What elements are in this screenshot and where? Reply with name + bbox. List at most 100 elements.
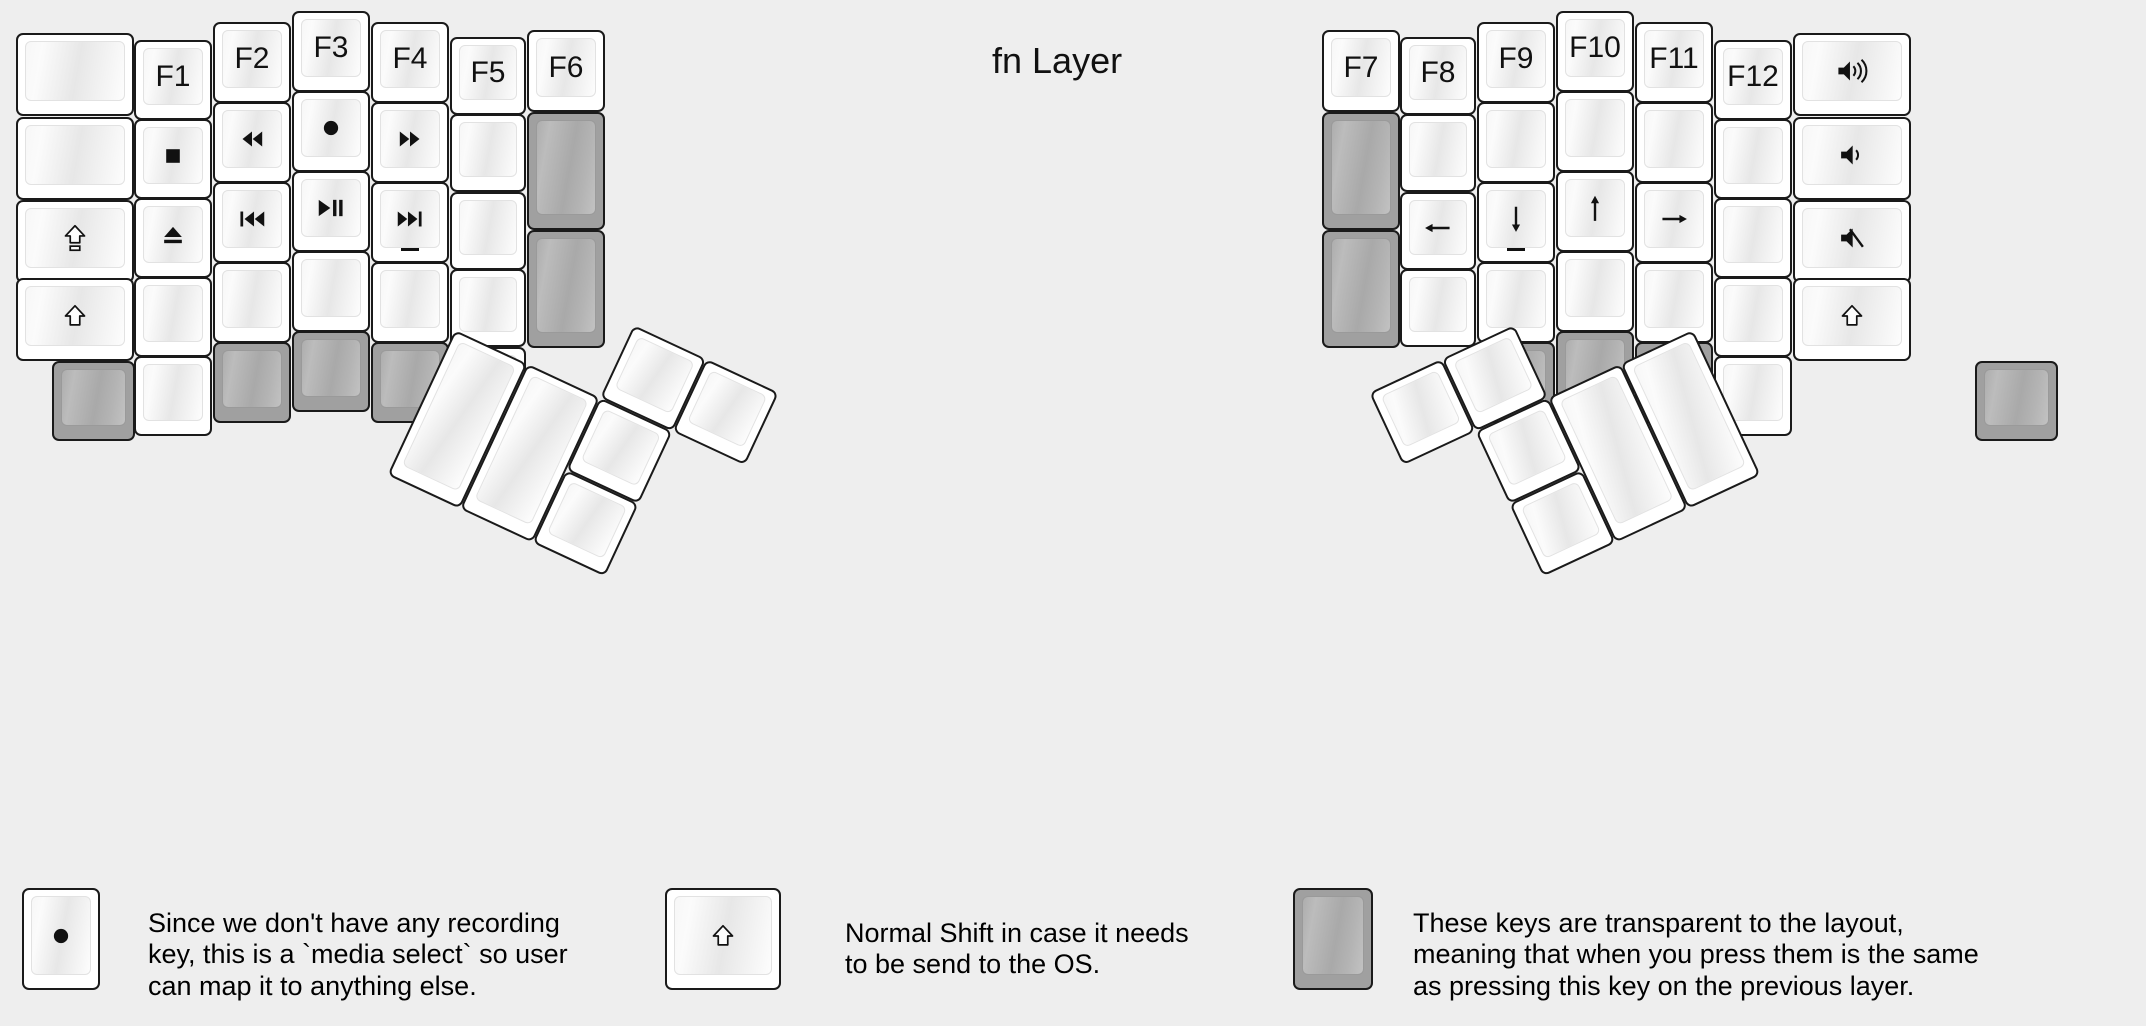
media-rewind-icon [235,122,269,156]
legend-key-0[interactable] [22,888,100,990]
key-right-c1-r1[interactable] [1400,114,1476,192]
key-left-c4-r2[interactable] [371,182,449,263]
legend-text-2: These keys are transparent to the layout… [1413,908,1979,1001]
key-right-c0-r0[interactable]: F7 [1322,30,1400,112]
media-record-icon [44,919,78,953]
key-cap [614,336,695,415]
key-left-c3-r3[interactable] [292,251,370,332]
key-right-c3-r3[interactable] [1556,251,1634,332]
key-right-c4-r3[interactable] [1635,262,1713,343]
key-left-c2-r4[interactable] [213,342,291,423]
key-left-c1-r2[interactable] [134,198,212,278]
key-right-c4-r2[interactable] [1635,182,1713,263]
key-left-c2-r1[interactable] [213,102,291,183]
key-left-c0-r0[interactable] [16,33,134,116]
key-legend: F10 [1569,31,1621,64]
key-right-c6-r1[interactable] [1793,117,1911,200]
key-cap [1520,481,1602,560]
legend-key-2[interactable] [1293,888,1373,990]
key-right-c6-r0[interactable] [1793,33,1911,116]
key-cap [546,481,628,560]
key-legend: F3 [313,31,349,64]
key-cap [1723,285,1783,342]
shift-icon [1835,299,1869,333]
key-left-c3-r0[interactable]: F3 [292,11,370,92]
volume-up-icon [1835,54,1869,88]
key-left-c3-r2[interactable] [292,171,370,252]
key-cap: F9 [1486,30,1546,88]
key-cap [1331,238,1391,333]
media-fast-forward-icon [393,122,427,156]
key-left-c1-r1[interactable] [134,119,212,199]
key-cap [222,350,282,408]
key-cap: F4 [380,30,440,88]
key-cap [1644,110,1704,168]
key-left-c6-r1-transparent[interactable] [527,112,605,230]
key-cap: F6 [536,38,596,97]
key-right-c5-r1[interactable] [1714,119,1792,199]
key-cap: F3 [301,19,361,77]
key-right-c4-r0[interactable]: F11 [1635,22,1713,103]
key-cap [536,120,596,215]
key-right-c2-r0[interactable]: F9 [1477,22,1555,103]
key-right-c5-r3[interactable] [1714,277,1792,357]
key-left-c2-r3[interactable] [213,262,291,343]
key-right-c6-r4-transparent[interactable] [1975,361,2058,441]
key-left-c0-r2[interactable] [16,200,134,283]
key-left-c1-r0[interactable]: F1 [134,40,212,120]
key-left-c3-r1[interactable] [292,91,370,172]
key-right-c5-r0[interactable]: F12 [1714,40,1792,120]
key-cap [143,364,203,421]
key-left-c6-r2-transparent[interactable] [527,230,605,348]
key-left-c5-r2[interactable] [450,192,526,270]
page-title: fn Layer [992,40,1123,81]
key-cap [25,286,125,346]
key-left-c1-r3[interactable] [134,277,212,357]
key-left-c2-r2[interactable] [213,182,291,263]
key-left-c0-r4-transparent[interactable] [52,361,135,441]
arrow-down-icon [1499,202,1533,236]
arrow-right-icon [1657,202,1691,236]
key-cap [1802,208,1902,268]
media-stop-icon [156,139,190,173]
key-right-c0-r1-transparent[interactable] [1322,112,1400,230]
key-right-c2-r3[interactable] [1477,262,1555,343]
key-right-c1-r0[interactable]: F8 [1400,37,1476,115]
key-right-c1-r3[interactable] [1400,269,1476,347]
key-legend: F8 [1420,55,1456,89]
key-cap [143,206,203,263]
key-left-c4-r0[interactable]: F4 [371,22,449,103]
caps-lock-icon [58,221,92,255]
key-cap [25,208,125,268]
key-cap [222,190,282,248]
key-right-c4-r1[interactable] [1635,102,1713,183]
key-cap [1409,200,1467,255]
legend-key-1[interactable] [665,888,781,990]
key-left-c6-r0[interactable]: F6 [527,30,605,112]
key-right-c5-r2[interactable] [1714,198,1792,278]
key-right-c3-r0[interactable]: F10 [1556,11,1634,92]
key-left-c0-r1[interactable] [16,117,134,200]
key-left-c2-r0[interactable]: F2 [213,22,291,103]
key-cap [674,896,772,975]
key-right-c2-r1[interactable] [1477,102,1555,183]
key-right-c3-r2[interactable] [1556,171,1634,252]
key-cap: F5 [459,45,517,100]
key-right-c6-r3[interactable] [1793,278,1911,361]
key-cap [1802,286,1902,346]
key-right-c6-r2[interactable] [1793,200,1911,283]
key-left-c4-r3[interactable] [371,262,449,343]
key-right-c0-r2-transparent[interactable] [1322,230,1400,348]
key-left-c1-r4[interactable] [134,356,212,436]
key-right-c2-r2[interactable] [1477,182,1555,263]
key-left-c0-r3[interactable] [16,278,134,361]
key-right-c3-r1[interactable] [1556,91,1634,172]
key-left-c3-r4[interactable] [292,331,370,412]
key-left-c5-r0[interactable]: F5 [450,37,526,115]
key-left-c5-r1[interactable] [450,114,526,192]
key-legend: F1 [155,59,191,93]
key-cap: F1 [143,48,203,105]
key-left-c4-r1[interactable] [371,102,449,183]
key-cap [380,190,440,248]
key-right-c1-r2[interactable] [1400,192,1476,270]
